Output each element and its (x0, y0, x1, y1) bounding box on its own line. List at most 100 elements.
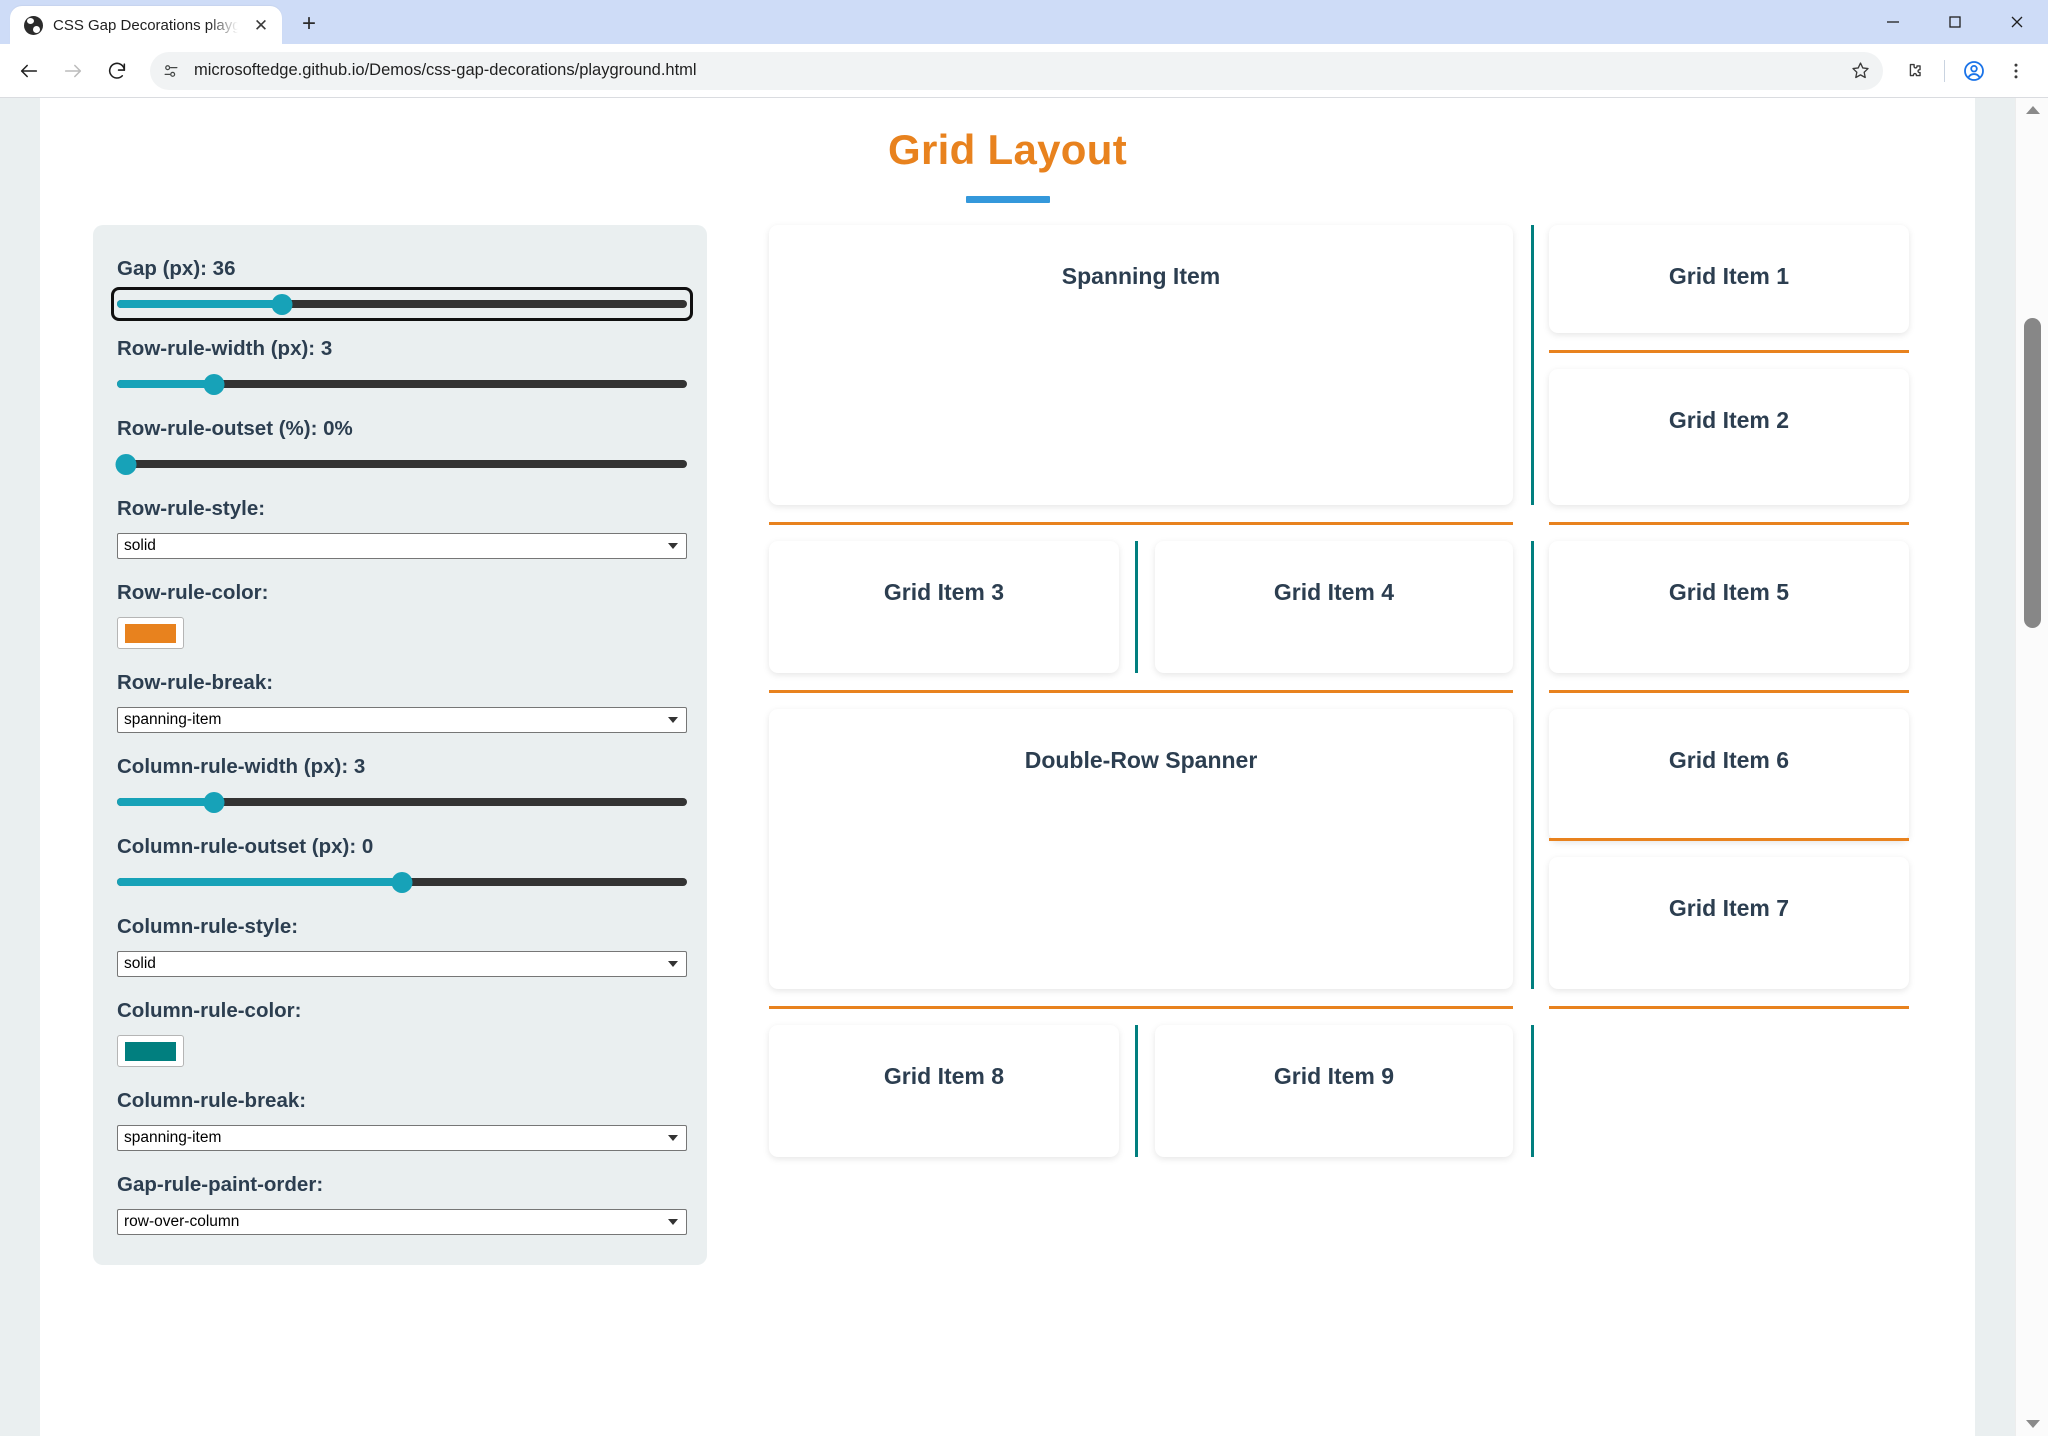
control-column-rule-break: Column-rule-break: spanning-item (117, 1089, 687, 1151)
three-dot-menu-icon[interactable] (1996, 51, 2036, 91)
scrollbar-thumb[interactable] (2024, 318, 2041, 628)
grid-cell-item-2[interactable]: Grid Item 2 (1549, 369, 1909, 505)
chevron-down-icon (668, 1135, 678, 1141)
column-rule-style-select[interactable]: solid (117, 951, 687, 977)
column-rule-break-select[interactable]: spanning-item (117, 1125, 687, 1151)
slider-thumb[interactable] (203, 791, 225, 813)
slider-thumb[interactable] (203, 373, 225, 395)
page-layout: Gap (px): 36 Row-rule-width (px): 3 (40, 203, 1975, 1343)
row-rule-style-select[interactable]: solid (117, 533, 687, 559)
control-label: Row-rule-outset (%): 0% (117, 417, 353, 440)
control-label: Row-rule-style: (117, 497, 266, 520)
grid-cell-label: Spanning Item (1061, 263, 1221, 289)
site-settings-icon[interactable] (154, 54, 188, 88)
vertical-scrollbar[interactable] (2015, 98, 2048, 1436)
control-row-rule-outset: Row-rule-outset (%): 0% (115, 417, 687, 475)
grid-cell-item-6[interactable]: Grid Item 6 (1549, 709, 1909, 841)
control-label: Column-rule-style: (117, 915, 299, 938)
grid-cell-item-7[interactable]: Grid Item 7 (1549, 857, 1909, 989)
grid-cell-label: Grid Item 6 (1668, 747, 1790, 773)
control-label: Column-rule-break: (117, 1089, 307, 1112)
back-arrow-icon[interactable] (8, 50, 50, 92)
new-tab-button[interactable]: + (301, 10, 316, 37)
slider-fill (117, 380, 214, 388)
grid-cell-item-9[interactable]: Grid Item 9 (1155, 1025, 1513, 1157)
column-rule-width-slider[interactable] (117, 791, 687, 813)
slider-fill (117, 878, 402, 886)
url-text[interactable]: microsoftedge.github.io/Demos/css-gap-de… (194, 61, 697, 79)
scroll-down-icon[interactable] (2016, 1412, 2048, 1436)
close-icon[interactable] (1986, 0, 2048, 44)
grid-cell-label: Grid Item 5 (1668, 579, 1790, 605)
slider-thumb[interactable] (271, 293, 293, 315)
address-bar[interactable]: microsoftedge.github.io/Demos/css-gap-de… (150, 51, 1883, 90)
grid-cell-label: Double-Row Spanner (1024, 747, 1258, 773)
extensions-puzzle-icon[interactable] (1895, 51, 1935, 91)
star-icon[interactable] (1843, 54, 1877, 88)
slider-fill (117, 798, 214, 806)
grid-cell-double-row-spanner[interactable]: Double-Row Spanner (769, 709, 1513, 989)
gap-slider[interactable] (111, 287, 693, 321)
title-underline (965, 196, 1050, 203)
control-column-rule-width: Column-rule-width (px): 3 (117, 755, 687, 813)
control-row-rule-color: Row-rule-color: (117, 581, 683, 649)
chevron-down-icon (668, 543, 678, 549)
forward-arrow-icon[interactable] (52, 50, 94, 92)
slider-track (117, 300, 687, 308)
column-rule-inner-row4 (1135, 1025, 1138, 1157)
row-rule-outset-slider[interactable] (115, 453, 687, 475)
row-rule-color-picker[interactable] (117, 617, 184, 649)
control-column-rule-color: Column-rule-color: (117, 999, 683, 1067)
grid-cell-label: Grid Item 1 (1668, 263, 1790, 289)
control-column-rule-outset: Column-rule-outset (px): 0 (117, 835, 687, 893)
grid-cell-item-1[interactable]: Grid Item 1 (1549, 225, 1909, 333)
minimize-icon[interactable] (1862, 0, 1924, 44)
control-label: Column-rule-outset (px): 0 (117, 835, 374, 858)
select-value: solid (124, 537, 156, 554)
row-rule-break-select[interactable]: spanning-item (117, 707, 687, 733)
slider-track (117, 380, 687, 388)
grid-cell-spanning-item[interactable]: Spanning Item (769, 225, 1513, 505)
browser-toolbar: microsoftedge.github.io/Demos/css-gap-de… (0, 44, 2048, 97)
grid-cell-label: Grid Item 8 (883, 1063, 1005, 1089)
window-controls (1862, 0, 2048, 44)
row-rule-width-slider[interactable] (117, 373, 687, 395)
row-rule-right-0 (1549, 350, 1909, 353)
control-gap: Gap (px): 36 (111, 257, 693, 321)
grid-cell-label: Grid Item 3 (883, 579, 1005, 605)
page-title: Grid Layout (888, 126, 1127, 173)
chevron-down-icon (668, 961, 678, 967)
control-column-rule-style: Column-rule-style: solid (117, 915, 687, 977)
select-value: row-over-column (124, 1213, 240, 1230)
page-viewport: Grid Layout Gap (px): 36 (0, 97, 2048, 1436)
control-gap-rule-paint-order: Gap-rule-paint-order: row-over-column (117, 1173, 687, 1235)
row-rule-left-1 (769, 522, 1513, 525)
grid-cell-item-4[interactable]: Grid Item 4 (1155, 541, 1513, 673)
control-label: Gap-rule-paint-order: (117, 1173, 324, 1196)
slider-thumb[interactable] (115, 453, 137, 475)
chevron-down-icon (668, 1219, 678, 1225)
column-rule-outset-slider[interactable] (117, 871, 687, 893)
column-rule-outer-top (1531, 225, 1534, 505)
select-value: solid (124, 955, 156, 972)
column-rule-outer-bottom (1531, 1025, 1534, 1157)
control-label: Row-rule-width (px): 3 (117, 337, 333, 360)
grid-cell-item-5[interactable]: Grid Item 5 (1549, 541, 1909, 673)
gap-rule-paint-order-select[interactable]: row-over-column (117, 1209, 687, 1235)
maximize-icon[interactable] (1924, 0, 1986, 44)
row-rule-right-1 (1549, 522, 1909, 525)
grid-cell-label: Grid Item 9 (1273, 1063, 1395, 1089)
close-icon[interactable]: ✕ (253, 15, 269, 35)
slider-thumb[interactable] (391, 871, 413, 893)
controls-panel: Gap (px): 36 Row-rule-width (px): 3 (93, 225, 707, 1265)
profile-avatar-icon[interactable] (1954, 51, 1994, 91)
grid-cell-item-8[interactable]: Grid Item 8 (769, 1025, 1119, 1157)
reload-icon[interactable] (96, 50, 138, 92)
scroll-up-icon[interactable] (2016, 98, 2048, 122)
control-label: Gap (px): 36 (117, 257, 236, 280)
browser-tab[interactable]: CSS Gap Decorations playground ✕ (10, 6, 282, 44)
grid-cell-item-3[interactable]: Grid Item 3 (769, 541, 1119, 673)
tab-strip: CSS Gap Decorations playground ✕ + (0, 0, 2048, 44)
column-rule-color-picker[interactable] (117, 1035, 184, 1067)
